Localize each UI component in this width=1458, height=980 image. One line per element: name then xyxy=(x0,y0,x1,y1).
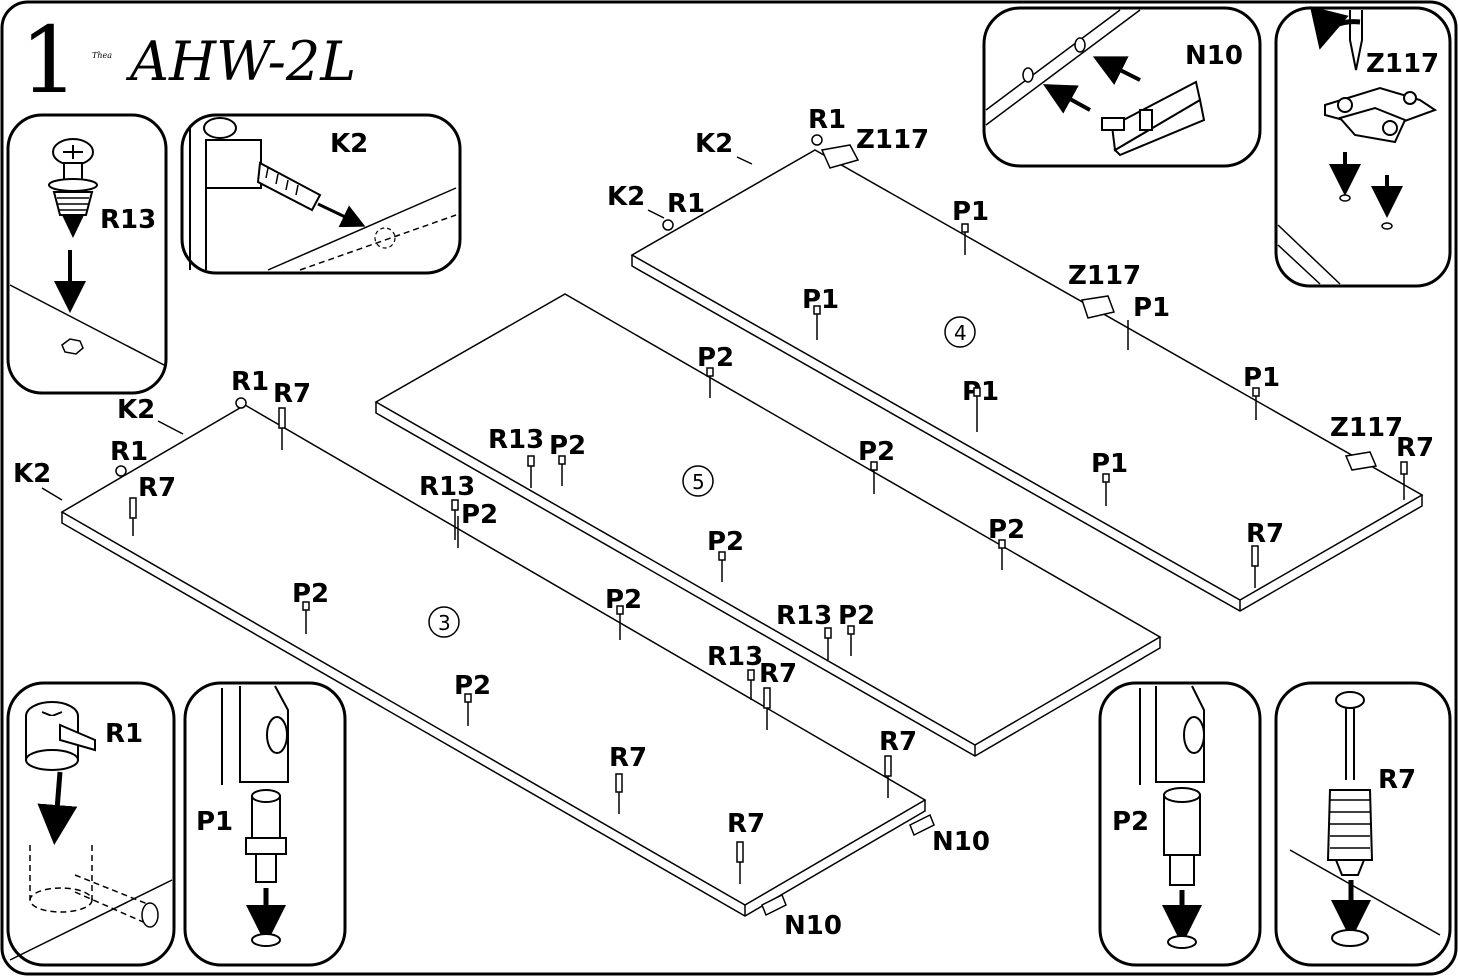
panel-3: 3 R1 R7 K2 K2 R1 R7 R13 P2 P2 P2 P2 R13 … xyxy=(13,367,990,941)
panel-5-number-text: 5 xyxy=(692,470,705,494)
z117-label: Z117 xyxy=(1366,49,1439,79)
part-label: R7 xyxy=(609,743,647,773)
n10-handle-icon xyxy=(1101,80,1206,157)
part-label: R7 xyxy=(727,809,765,839)
r1-label: R1 xyxy=(105,719,143,749)
part-label: K2 xyxy=(117,395,155,425)
r1-cam-icon xyxy=(25,701,96,771)
part-label: R13 xyxy=(776,601,832,631)
n10-label: N10 xyxy=(1185,41,1243,71)
panel-5-number xyxy=(682,465,714,497)
panel-3-number xyxy=(428,606,460,638)
part-label: R1 xyxy=(231,367,269,397)
part-label: P2 xyxy=(454,671,491,701)
part-label: K2 xyxy=(695,129,733,159)
panel-3-number-text: 3 xyxy=(438,611,451,635)
part-label: P1 xyxy=(1133,293,1170,323)
part-label: Z117 xyxy=(1330,413,1403,443)
part-label: R7 xyxy=(1396,433,1434,463)
k2-pin-icon xyxy=(256,161,322,212)
detail-box-r13: R13 xyxy=(6,113,168,395)
part-label: R7 xyxy=(759,659,797,689)
part-label: P2 xyxy=(838,601,875,631)
panel-5: 5 P2 R13 P2 P2 P2 P2 R13 P2 xyxy=(374,293,1162,757)
part-label: R13 xyxy=(488,425,544,455)
brand-small: Thea xyxy=(92,51,112,60)
part-label: P2 xyxy=(292,579,329,609)
hammer-icon xyxy=(1155,685,1205,783)
part-label: Z117 xyxy=(856,125,929,155)
part-label: P2 xyxy=(988,515,1025,545)
detail-box-p2: P2 xyxy=(1098,681,1262,967)
part-label: P2 xyxy=(697,343,734,373)
screwdriver-icon xyxy=(1349,10,1363,71)
r7-bolt-icon xyxy=(1326,691,1374,876)
hammer-icon xyxy=(239,685,289,783)
part-label: N10 xyxy=(932,827,990,857)
p1-pin-icon xyxy=(245,789,287,883)
z117-hinge-plate-icon xyxy=(1324,86,1438,144)
part-label: P1 xyxy=(1243,363,1280,393)
part-label: R7 xyxy=(1246,519,1284,549)
down-arrow-icon xyxy=(37,771,78,845)
detail-box-k2: K2 xyxy=(180,113,462,275)
part-label: K2 xyxy=(13,459,51,489)
r13-screw-icon xyxy=(48,138,98,238)
model-title: AHW-2L xyxy=(125,30,356,93)
panel-4-hardware xyxy=(647,134,1408,588)
part-label: N10 xyxy=(784,911,842,941)
p1-label: P1 xyxy=(196,807,233,837)
detail-box-n10: N10 xyxy=(982,6,1262,168)
detail-box-r7: R7 xyxy=(1274,681,1452,967)
part-label: K2 xyxy=(607,182,645,212)
part-label: R7 xyxy=(879,727,917,757)
part-label: P2 xyxy=(461,500,498,530)
part-label: P1 xyxy=(952,197,989,227)
panel-4-number xyxy=(944,316,976,348)
part-label: R1 xyxy=(808,105,846,135)
panel-4: 4 K2 R1 Z117 K2 R1 P1 P1 Z117 P1 P1 P1 P… xyxy=(607,105,1434,612)
r7-label: R7 xyxy=(1378,765,1416,795)
detail-box-p1: P1 xyxy=(183,681,347,967)
p2-label: P2 xyxy=(1112,807,1149,837)
rotate-arrow-icon xyxy=(1309,6,1361,50)
step-number: 1 xyxy=(20,7,79,114)
part-label: R7 xyxy=(273,379,311,409)
part-label: R13 xyxy=(419,472,475,502)
k2-label: K2 xyxy=(330,129,368,159)
hole-icon xyxy=(61,338,84,355)
part-label: P2 xyxy=(549,431,586,461)
p2-pin-icon xyxy=(1163,787,1201,886)
panel-3-hardware xyxy=(41,397,935,917)
part-label: R7 xyxy=(138,473,176,503)
part-label: R13 xyxy=(707,642,763,672)
r13-label: R13 xyxy=(100,205,156,235)
panel-4-number-text: 4 xyxy=(954,321,967,345)
detail-box-z117: Z117 xyxy=(1274,6,1452,288)
part-label: R1 xyxy=(667,189,705,219)
panel-5-hardware xyxy=(527,367,1006,660)
detail-box-r1: R1 xyxy=(6,681,176,967)
part-label: Z117 xyxy=(1068,261,1141,291)
part-label: R1 xyxy=(110,437,148,467)
